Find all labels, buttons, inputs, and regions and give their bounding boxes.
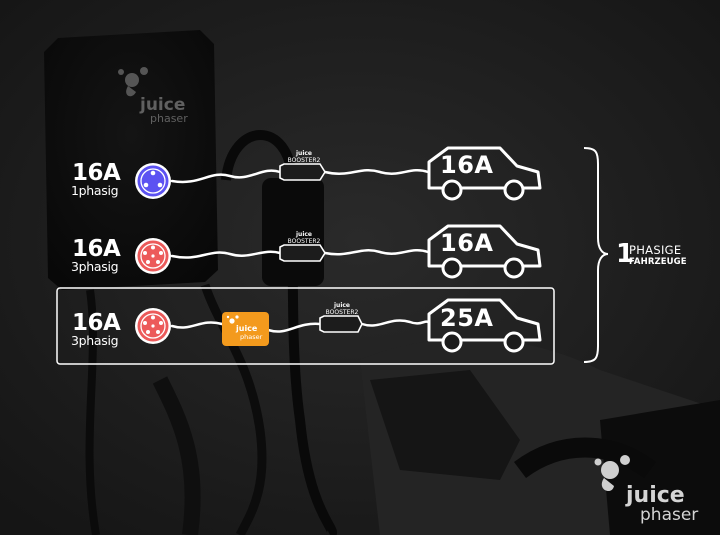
watermark-line2: phaser — [640, 505, 699, 525]
vehicle-group-number: 1 — [616, 239, 635, 269]
adapter-splash-icon — [226, 315, 239, 324]
socket-icon-3phase-2 — [135, 308, 171, 344]
watermark-logo: juice phaser — [622, 484, 718, 532]
booster-label-2: juice BOOSTER2 — [287, 231, 321, 245]
row2-amps: 16A — [72, 236, 121, 262]
row2-phase: 3phasig — [71, 259, 119, 274]
booster-plug-2 — [279, 244, 326, 262]
booster-label-1-brand: juice — [295, 150, 312, 157]
splash-icon — [118, 67, 148, 97]
booster-label-1: juice BOOSTER2 — [287, 150, 321, 164]
row1-phase: 1phasig — [71, 183, 119, 198]
socket-icon-1phase — [135, 163, 171, 199]
row1-amps: 16A — [72, 160, 121, 186]
car2-amps: 16A — [440, 229, 494, 257]
booster-label-2-text: BOOSTER2 — [287, 238, 321, 245]
row3-phase: 3phasig — [71, 333, 119, 348]
highlight-frame — [56, 287, 555, 365]
vehicle-group-line2: FAHRZEUGE — [629, 257, 687, 267]
watermark-splash-icon — [594, 455, 630, 492]
booster-label-3-text: BOOSTER2 — [325, 309, 359, 316]
booster-label-3: juice BOOSTER2 — [325, 302, 359, 316]
wires — [170, 169, 430, 333]
group-brace — [583, 147, 609, 363]
adapter-juicephaser: juice phaser — [222, 312, 269, 346]
wallbox-logo-line1: juice — [139, 95, 185, 115]
car-icon-2 — [427, 224, 542, 279]
car3-amps: 25A — [440, 304, 494, 332]
wallbox-logo: juice phaser — [118, 67, 188, 125]
adapter-line1: juice — [235, 324, 258, 333]
booster-label-3-brand: juice — [333, 302, 350, 309]
row3-amps: 16A — [72, 310, 121, 336]
adapter-line2: phaser — [240, 333, 263, 341]
watermark-line1: juice — [626, 483, 685, 508]
booster-label-1-text: BOOSTER2 — [287, 157, 321, 164]
booster-label-2-brand: juice — [295, 231, 312, 238]
booster-plug-3 — [319, 315, 363, 333]
car-icon-3 — [427, 298, 542, 353]
car-icon-1 — [427, 146, 542, 201]
socket-icon-3phase-1 — [135, 238, 171, 274]
booster-plug-1 — [279, 163, 326, 181]
wallbox-logo-line2: phaser — [150, 112, 188, 125]
vehicle-group-label: 1 PHASIGE FAHRZEUGE — [616, 239, 716, 270]
car1-amps: 16A — [440, 151, 494, 179]
vehicle-group-line1: PHASIGE — [629, 243, 682, 257]
